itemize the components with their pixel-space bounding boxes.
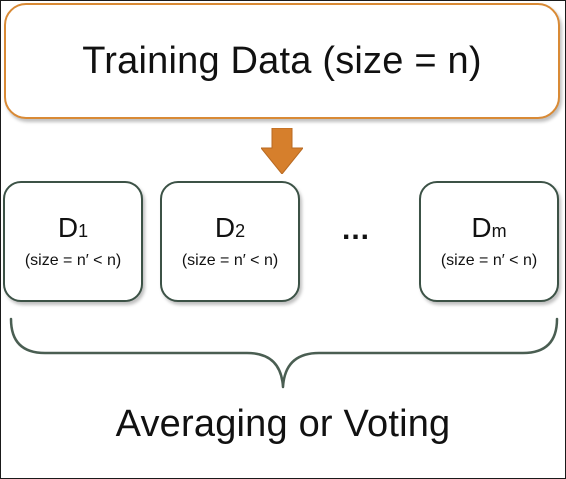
averaging-voting-label: Averaging or Voting xyxy=(115,403,451,445)
subset-letter: D xyxy=(471,212,492,243)
ellipsis: ... xyxy=(341,213,370,246)
subset-name-d2: D2 xyxy=(162,213,298,246)
training-data-label: Training Data (size = n) xyxy=(82,39,482,82)
subset-letter: D xyxy=(57,212,79,243)
subset-size-label: (size = n′ < n) xyxy=(181,252,279,269)
subset-subscript: 2 xyxy=(235,221,246,241)
curly-brace xyxy=(9,317,559,389)
subset-box-d1: D1 (size = n′ < n) xyxy=(3,181,143,302)
down-arrow-icon xyxy=(261,128,303,174)
subset-subscript: 1 xyxy=(78,221,89,241)
subset-size-label: (size = n′ < n) xyxy=(440,252,538,269)
subset-name-d1: D1 xyxy=(5,213,141,246)
training-data-box: Training Data (size = n) xyxy=(4,3,560,119)
subset-box-d2: D2 (size = n′ < n) xyxy=(160,181,300,302)
subset-subscript: m xyxy=(491,221,507,241)
subset-box-dm: Dm (size = n′ < n) xyxy=(419,181,559,302)
subset-size-label: (size = n′ < n) xyxy=(24,252,122,269)
subset-name-dm: Dm xyxy=(421,213,557,246)
subset-letter: D xyxy=(214,212,236,243)
